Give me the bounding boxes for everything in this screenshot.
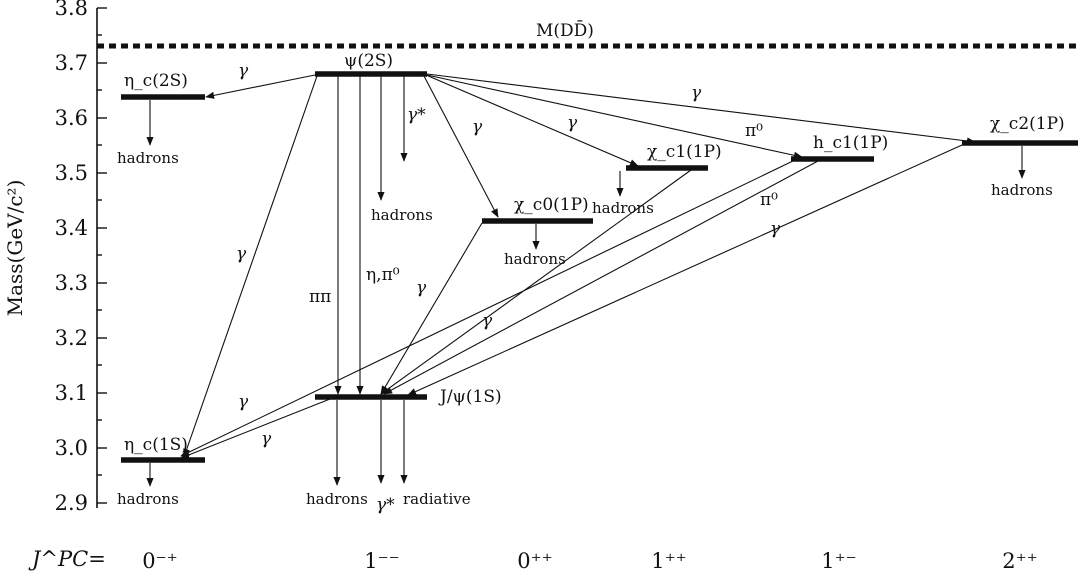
hadrons-jpsi: hadrons [306,490,368,508]
y-tick-2.9: 2.9 [55,491,88,515]
arrow-chic2-to-jpsi [407,144,963,396]
y-tick-3.5: 3.5 [55,161,88,185]
pipi-label: ππ [309,287,331,307]
gamma-label-psi-etac1S: γ [236,244,247,264]
y-tick-3.1: 3.1 [55,381,88,405]
gamma-label-etac2S: γ [238,61,249,81]
y-tick-3.8: 3.8 [55,0,88,20]
pi0-label-hc1: π⁰ [745,121,763,141]
y-tick-3.4: 3.4 [55,216,88,240]
arrow-jpsi-to-etac1S [180,398,331,459]
arrow-chic0-to-jpsi [380,222,483,395]
eta-pi0-label: η,π⁰ [366,265,400,285]
gamma-label-hc1-etac1S: γ [238,392,249,412]
label-psi2S: ψ(2S) [344,51,393,71]
jpc-1--: 1⁻⁻ [364,549,400,573]
levels [121,71,1078,463]
gamma-label-chic0: γ [472,117,483,137]
hadrons-chic1: hadrons [592,199,654,217]
y-tick-3.3: 3.3 [55,271,88,295]
label-chic2: χ_c2(1P) [990,114,1065,134]
hadrons-chic2: hadrons [991,181,1053,199]
hadrons-chic0: hadrons [504,250,566,268]
label-chic0: χ_c0(1P) [514,195,589,215]
dd-threshold-label: M(DD̄) [536,19,594,41]
transitions [146,73,1026,487]
jpc-label: J^PC= [28,547,106,571]
gamma-label-chic1: γ [567,113,578,133]
arrow-hc1-to-jpsi [383,160,819,395]
radiative-jpsi: radiative [403,490,471,508]
jpc-0++: 0⁺⁺ [517,549,553,573]
arrow-chic1-to-jpsi [380,169,692,395]
arrow-psi2S-to-chic1 [425,74,639,167]
y-tick-3.0: 3.0 [55,436,88,460]
gamma-label-jpsi-etac1S: γ [261,429,272,449]
gamma-label-chic1-jpsi: γ [482,311,493,331]
label-etac1S: η_c(1S) [124,435,188,455]
y-tick-3.7: 3.7 [55,51,88,75]
arrow-psi2S-to-chic0 [423,75,499,218]
jpc-1++: 1⁺⁺ [651,549,687,573]
label-jpsi: J/ψ(1S) [438,387,502,407]
gamma-label-chic2-jpsi: γ [770,219,781,239]
jpc-0-+: 0⁻⁺ [142,549,178,573]
hadrons-etac2S: hadrons [117,149,179,167]
label-hc1: h_c1(1P) [813,133,888,153]
y-axis-label: Mass(GeV/c²) [3,180,27,317]
gamma-label-chic2: γ [691,83,702,103]
hadrons-psi2S: hadrons [371,206,433,224]
gammastar-label-psi2S: γ* [407,105,426,125]
jpc-1+-: 1⁺⁻ [821,549,857,573]
label-chic1: χ_c1(1P) [647,142,722,162]
arrow-hc1-to-etac1S [180,159,796,457]
pi0-label-hc1-jpsi: π⁰ [760,190,778,210]
gammastar-jpsi: γ* [376,495,395,515]
arrow-psi2S-to-etac2S [205,74,316,99]
jpc-2++: 2⁺⁺ [1002,549,1038,573]
label-etac2S: η_c(2S) [124,71,188,91]
arrow-psi2S-to-hc1 [426,74,803,159]
y-axis: 3.8 3.7 3.6 3.5 3.4 3.3 3.2 3.1 3.0 2.9 … [3,0,107,515]
y-tick-3.6: 3.6 [55,106,88,130]
y-tick-3.2: 3.2 [55,326,88,350]
jpc-row: J^PC= 0⁻⁺ 1⁻⁻ 0⁺⁺ 1⁺⁺ 1⁺⁻ 2⁺⁺ [28,547,1038,573]
arrow-psi2S-to-chic2 [426,73,976,145]
hadrons-etac1S: hadrons [117,490,179,508]
gamma-label-chic0-jpsi: γ [416,278,427,298]
arrow-psi2S-to-etac1S [183,75,318,458]
